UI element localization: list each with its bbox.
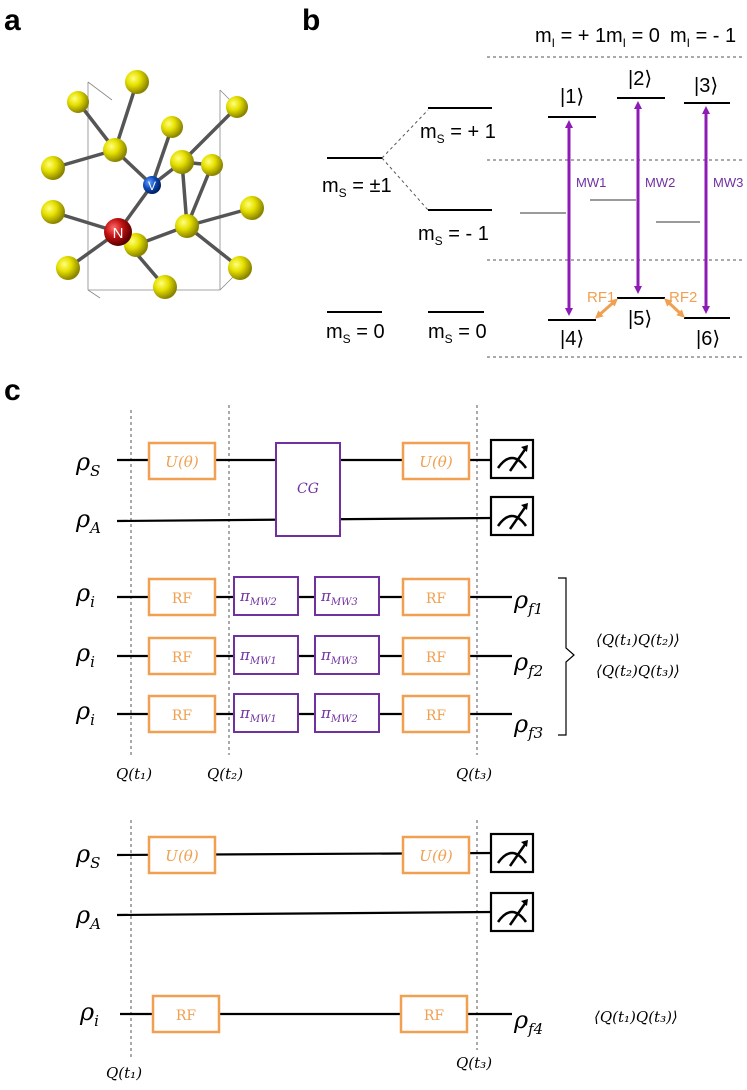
rho-i-row-3: ρi RF πMW1 πMW2 RF ρf3 — [75, 693, 543, 742]
ket-5: |5⟩ — [628, 308, 652, 330]
svg-text:RF: RF — [426, 591, 447, 607]
time-label-t2: Q(t₂) — [207, 765, 243, 783]
svg-text:mI = - 1: mI = - 1 — [670, 25, 736, 50]
svg-text:ρi: ρi — [79, 998, 99, 1030]
rho-i-row-2: ρi RF πMW1 πMW3 RF ρf2 — [75, 635, 543, 680]
nitrogen-label: N — [113, 225, 124, 242]
svg-text:πMW3: πMW3 — [320, 587, 358, 608]
svg-text:ρf2: ρf2 — [513, 648, 543, 680]
label-rho-a-top: ρA — [75, 505, 101, 537]
svg-text:ρi: ρi — [75, 579, 95, 611]
time-label-t1: Q(t₁) — [116, 765, 152, 783]
label-rf2: RF2 — [669, 289, 697, 306]
vacancy-atom — [143, 176, 161, 194]
svg-text:ρi: ρi — [75, 639, 95, 671]
panel-label-a: a — [4, 4, 21, 37]
circuit-top: ρS ρA U(θ) U(θ) CG ρi R — [75, 405, 680, 783]
svg-text:πMW2: πMW2 — [239, 587, 277, 608]
ket-6: |6⟩ — [696, 328, 720, 350]
svg-text:ρf3: ρf3 — [513, 710, 543, 742]
circuit-bottom: ρS ρA U(θ) U(θ) ρi RF RF ρf4 — [75, 820, 678, 1082]
label-mw3: MW3 — [713, 175, 743, 190]
label-mw1: MW1 — [576, 175, 606, 190]
svg-text:RF: RF — [424, 1008, 445, 1024]
u-gate-2 — [401, 441, 471, 481]
u-gate-1-label: U(θ) — [165, 453, 199, 471]
cg-gate-label: CG — [297, 481, 319, 497]
meter-icon — [489, 438, 535, 480]
u-gate-1 — [147, 441, 217, 481]
vacancy-label: V — [148, 179, 156, 193]
level-ms-plus1: mS = + 1 — [420, 121, 496, 146]
svg-text:πMW1: πMW1 — [239, 704, 277, 725]
ket-3: |3⟩ — [694, 75, 718, 97]
correlator-13: ⟨Q(t₁)Q(t₃)⟩ — [594, 1008, 678, 1026]
u-gate-2-label: U(θ) — [419, 453, 453, 471]
time-label-t1-bottom: Q(t₁) — [106, 1064, 142, 1082]
ket-1: |1⟩ — [560, 86, 584, 108]
meter-icon — [489, 495, 535, 537]
level-ms-minus1: mS = - 1 — [418, 223, 489, 248]
nuclear-spin-header: mI = + 1 mI = 0 mI = - 1 — [535, 25, 736, 50]
level-ms-0-right: mS = 0 — [428, 321, 487, 346]
label-rho-s-bottom: ρS — [75, 840, 100, 872]
svg-text:πMW3: πMW3 — [320, 646, 358, 667]
svg-text:RF: RF — [426, 708, 447, 724]
correlator-12: ⟨Q(t₁)Q(t₂)⟩ — [596, 631, 680, 649]
level-ms-0-left: mS = 0 — [326, 321, 385, 346]
svg-text:ρi: ρi — [75, 697, 95, 729]
cg-gate — [275, 442, 341, 537]
level-ms-pm1: mS = ±1 — [322, 175, 392, 200]
u-gate-4-label: U(θ) — [419, 847, 453, 865]
energy-level-diagram: mI = + 1 mI = 0 mI = - 1 mS = ±1 mS = + … — [322, 25, 743, 358]
meter-icon — [489, 891, 535, 933]
time-label-t3-bottom: Q(t₃) — [456, 1054, 492, 1072]
label-mw2: MW2 — [645, 175, 675, 190]
u-gate-4 — [401, 835, 471, 875]
panel-label-b: b — [302, 4, 320, 37]
svg-text:ρf4: ρf4 — [513, 1006, 543, 1038]
correlator-23: ⟨Q(t₂)Q(t₃)⟩ — [596, 662, 680, 680]
svg-text:RF: RF — [172, 708, 193, 724]
rho-i-row-4: ρi RF RF ρf4 — [79, 994, 543, 1038]
svg-text:mI = 0: mI = 0 — [606, 25, 660, 50]
rho-i-row-1: ρi RF πMW2 πMW3 RF ρf1 — [75, 576, 543, 618]
ket-4: |4⟩ — [560, 328, 584, 350]
brace — [558, 577, 575, 736]
u-gate-3 — [147, 835, 217, 875]
label-rf1: RF1 — [587, 289, 615, 306]
svg-text:mI = + 1: mI = + 1 — [535, 25, 606, 50]
svg-text:RF: RF — [176, 1008, 197, 1024]
svg-text:πMW1: πMW1 — [239, 646, 277, 667]
panel-label-c: c — [4, 374, 21, 407]
svg-text:RF: RF — [172, 650, 193, 666]
nv-crystal-structure: V N — [41, 70, 264, 299]
meter-icon — [489, 832, 535, 874]
svg-text:πMW2: πMW2 — [320, 704, 358, 725]
svg-text:ρf1: ρf1 — [513, 586, 543, 618]
ket-2: |2⟩ — [628, 68, 652, 90]
svg-text:RF: RF — [426, 650, 447, 666]
label-rho-a-bottom: ρA — [75, 901, 101, 933]
label-rho-s-top: ρS — [75, 448, 100, 480]
nitrogen-atom — [104, 218, 132, 246]
svg-text:RF: RF — [172, 591, 193, 607]
u-gate-3-label: U(θ) — [165, 847, 199, 865]
time-label-t3: Q(t₃) — [456, 765, 492, 783]
